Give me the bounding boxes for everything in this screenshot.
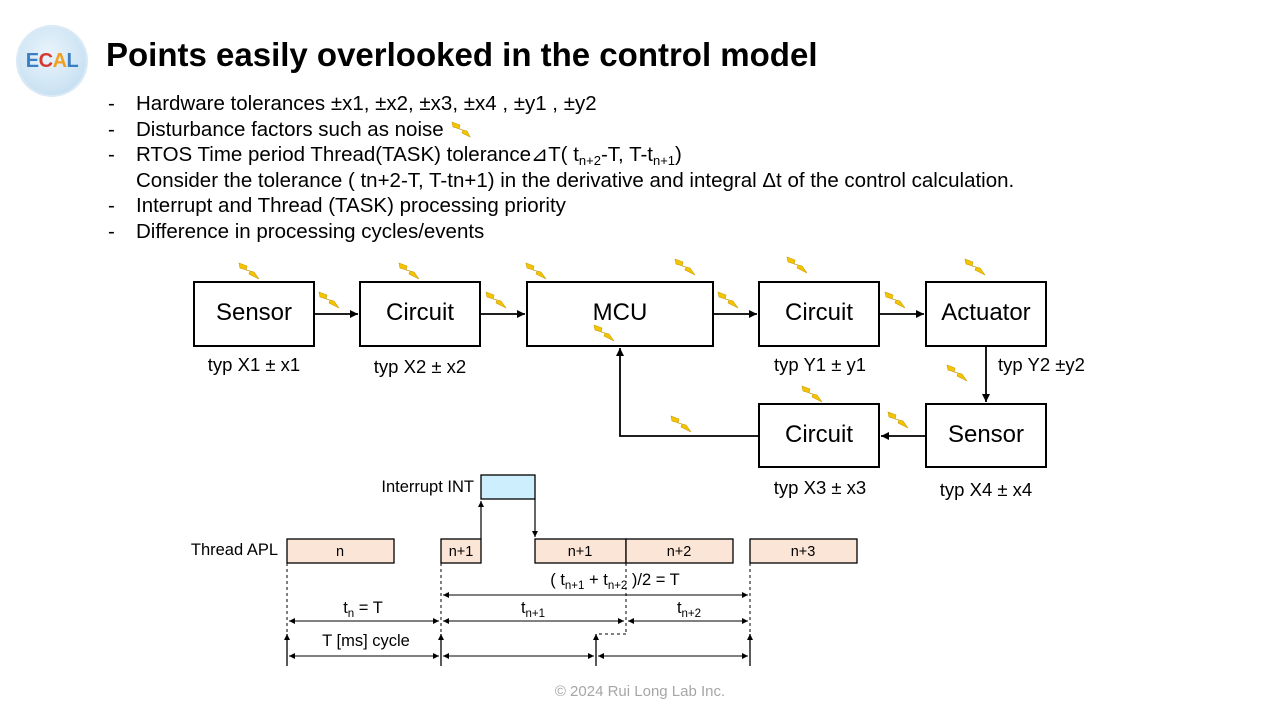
lightning-bolt-icon: [717, 291, 739, 309]
bullet-rtos-note: Consider the tolerance ( tn+2-T, T-tn+1)…: [136, 168, 1015, 192]
bullet-item: - Interrupt and Thread (TASK) processing…: [108, 193, 1014, 219]
task-bar: [286, 538, 395, 564]
bullet-dash: -: [108, 143, 115, 167]
tn1-label: tn+1: [521, 599, 545, 620]
task-label: n+2: [667, 544, 692, 560]
circuit-label: Circuit: [386, 299, 454, 326]
bullet-dash: -: [108, 194, 115, 218]
bullet-dash: -: [108, 92, 115, 115]
actuator-block: Actuator: [925, 281, 1047, 347]
lightning-bolt-icon: [674, 258, 696, 276]
measurement-arrows: [289, 592, 748, 659]
interrupt-label: Interrupt INT: [381, 478, 474, 496]
tolerance-x4: typ X4 ± x4: [940, 479, 1032, 500]
lightning-bolt-icon: [887, 411, 909, 429]
timing-labels: ( tn+1 + tn+2 )/2 = T tn = T tn+1 tn+2 T…: [322, 571, 701, 650]
task-label: n+1: [568, 544, 593, 560]
mcu-block: MCU: [526, 281, 714, 347]
bullet-item: - Difference in processing cycles/events: [108, 219, 1014, 245]
bullet-item: Consider the tolerance ( tn+2-T, T-tn+1)…: [108, 168, 1014, 194]
bullet-rtos-tolerance: RTOS Time period Thread(TASK) tolerance⊿…: [136, 143, 682, 169]
bullet-interrupt-priority: Interrupt and Thread (TASK) processing p…: [136, 194, 566, 218]
lightning-bolt-icon: [964, 258, 986, 276]
circuit-block: Circuit: [758, 281, 880, 347]
task-bar: [440, 538, 482, 564]
lightning-bolt-icon: [398, 262, 420, 280]
lightning-bolt-icon: [238, 262, 260, 280]
cycle-label: T [ms] cycle: [322, 632, 410, 650]
interrupt-bar: [480, 474, 536, 500]
bullet-hardware-tolerances: Hardware tolerances ±x1, ±x2, ±x3, ±x4 ,…: [136, 92, 597, 115]
tolerance-x2: typ X2 ± x2: [374, 356, 466, 377]
lightning-bolt-icon: [946, 364, 968, 382]
circuit-block: Circuit: [359, 281, 481, 347]
lightning-bolt-icon: [451, 121, 472, 138]
interrupt-row: Interrupt INT: [381, 474, 536, 500]
tn2-label: tn+2: [677, 599, 701, 620]
task-bar: [534, 538, 627, 564]
copyright-footer: © 2024 Rui Long Lab Inc.: [554, 683, 726, 700]
circuit-block: Circuit: [758, 403, 880, 468]
sensor-block: Sensor: [193, 281, 315, 347]
circuit-label: Circuit: [785, 299, 853, 326]
bullet-item: - Disturbance factors such as noise: [108, 117, 1014, 143]
average-equation: ( tn+1 + tn+2 )/2 = T: [550, 571, 680, 592]
sensor-block: Sensor: [925, 403, 1047, 468]
bullet-disturbance: Disturbance factors such as noise: [136, 117, 444, 141]
preemption-arrows: [478, 499, 538, 539]
thread-label: Thread APL: [191, 541, 278, 559]
signal-arrows: [314, 310, 990, 440]
lightning-bolt-icon: [786, 256, 808, 274]
tolerance-x1: typ X1 ± x1: [208, 354, 300, 375]
bullet-processing-cycles: Difference in processing cycles/events: [136, 219, 485, 243]
thread-row: Thread APL n n+1 n+1 n+2 n+3: [191, 538, 858, 564]
page-title: Points easily overlooked in the control …: [106, 36, 818, 73]
lightning-bolt-icon: [670, 415, 692, 433]
cycle-ticks: [284, 634, 753, 666]
task-label: n: [336, 544, 344, 560]
bullet-dash: -: [108, 219, 115, 243]
task-bar: [749, 538, 858, 564]
actuator-label: Actuator: [941, 299, 1030, 326]
lightning-bolt-icon: [318, 291, 340, 309]
bullet-dash: -: [108, 117, 115, 141]
tolerance-x3: typ X3 ± x3: [774, 477, 866, 498]
sensor-label: Sensor: [216, 299, 292, 326]
feedback-arrow: [616, 348, 759, 437]
lightning-bolt-icon: [525, 262, 547, 280]
bullet-list: - Hardware tolerances ±x1, ±x2, ±x3, ±x4…: [108, 91, 1014, 245]
task-bar: [625, 538, 734, 564]
lightning-bolt-icon: [801, 385, 823, 403]
bullet-item: - Hardware tolerances ±x1, ±x2, ±x3, ±x4…: [108, 91, 1014, 117]
tn-label: tn = T: [343, 599, 383, 620]
task-label: n+3: [791, 544, 816, 560]
bullet-item: - RTOS Time period Thread(TASK) toleranc…: [108, 142, 1014, 168]
tolerance-y2: typ Y2 ±y2: [998, 354, 1085, 375]
tolerance-y1: typ Y1 ± y1: [774, 354, 866, 375]
task-label: n+1: [449, 544, 474, 560]
mcu-label: MCU: [593, 299, 648, 326]
sensor-label: Sensor: [948, 421, 1024, 448]
circuit-label: Circuit: [785, 421, 853, 448]
lightning-bolt-icon: [485, 291, 507, 309]
lightning-bolt-icon: [884, 291, 906, 309]
tolerance-labels: typ X1 ± x1 typ X2 ± x2 typ Y1 ± y1 typ …: [208, 354, 1085, 500]
